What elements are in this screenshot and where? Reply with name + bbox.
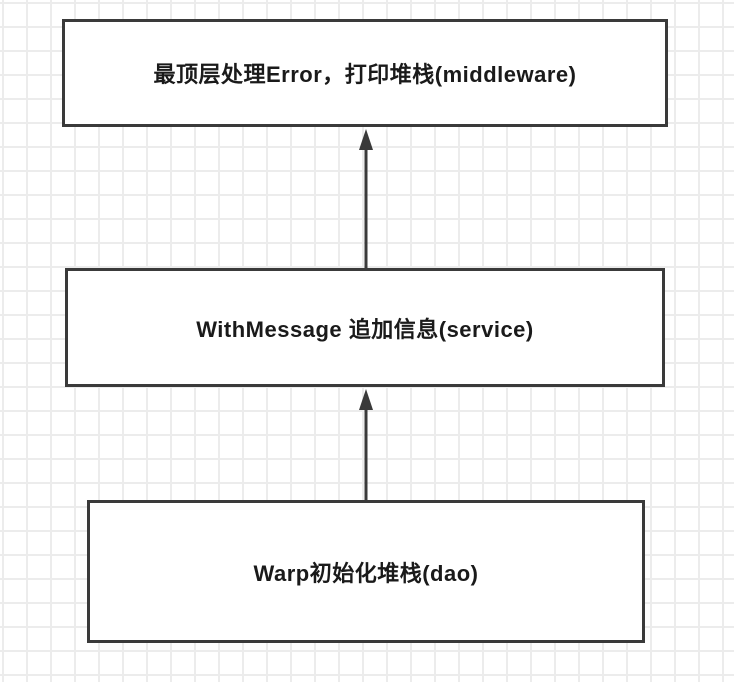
- node-dao-label: Warp初始化堆栈(dao): [253, 560, 479, 586]
- node-middleware-label: 最顶层处理Error，打印堆栈(middleware): [153, 62, 577, 87]
- arrow-dao-to-service: [359, 389, 373, 500]
- node-service: WithMessage 追加信息(service): [65, 268, 665, 387]
- arrow-service-to-middleware: [359, 129, 373, 268]
- node-service-label: WithMessage 追加信息(service): [196, 316, 534, 342]
- node-middleware: 最顶层处理Error，打印堆栈(middleware): [62, 19, 668, 127]
- node-dao: Warp初始化堆栈(dao): [87, 500, 645, 643]
